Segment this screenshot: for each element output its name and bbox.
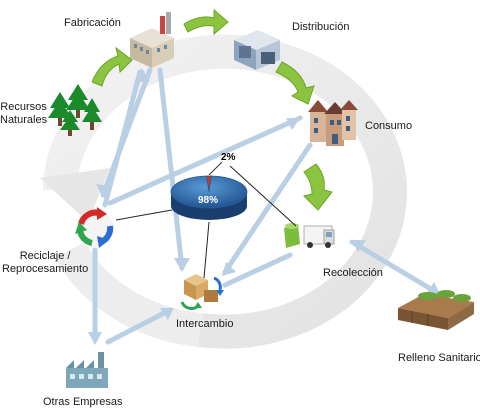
- connector-reciclaje-fabricacion: [102, 69, 143, 208]
- label-fabricacion: Fabricación: [64, 17, 121, 29]
- label-intercambio: Intercambio: [176, 318, 234, 330]
- connector-otras-intercambio: [105, 307, 173, 345]
- pie-leader-2pct: [208, 161, 223, 176]
- recycle-arrows-icon: [75, 207, 114, 248]
- cycle-ring: [40, 34, 407, 349]
- label-distribucion: Distribución: [292, 21, 350, 33]
- pie-line-intercambio: [203, 221, 210, 279]
- label-otras-empresas: Otras Empresas: [43, 396, 123, 408]
- pie-line-recoleccion: [229, 165, 297, 227]
- trees-icon: [48, 84, 102, 136]
- pie-outbound-lines: [115, 165, 297, 279]
- label-relleno-sanitario: Relleno Sanitario: [398, 352, 480, 364]
- warehouse-icon: [234, 30, 280, 70]
- connector-recoleccion-intercambio: [222, 252, 293, 288]
- label-recursos-naturales: Recursos Naturales: [0, 101, 48, 126]
- houses-icon: [308, 100, 358, 146]
- pie-chart: [170, 161, 248, 220]
- connector-reciclaje-consumo: [107, 115, 303, 206]
- connector-intercambio-consumo: [222, 142, 313, 275]
- arrow-consumo-recoleccion: [303, 163, 333, 211]
- pie-label-2: 2%: [221, 152, 236, 163]
- connector-lines: [92, 67, 439, 345]
- arrow-recursos-fabricacion: [91, 46, 133, 87]
- label-recoleccion: Recolección: [323, 267, 383, 279]
- truck-icon: [284, 223, 335, 248]
- factory-building-icon: [66, 352, 108, 388]
- pie-slice-98: [170, 175, 248, 209]
- landfill-icon: [398, 290, 474, 330]
- exchange-boxes-icon: [180, 274, 224, 311]
- connector-arrowheads: [88, 68, 440, 345]
- label-consumo: Consumo: [365, 120, 413, 132]
- arrow-distribucion-consumo: [275, 61, 315, 105]
- connector-fabrication-intercambio: [157, 67, 185, 271]
- arrow-fabricacion-distribucion: [183, 8, 229, 36]
- pie-line-reciclaje: [115, 209, 173, 221]
- factory-icon: [130, 12, 174, 68]
- pie-label-98: 98%: [198, 195, 219, 206]
- label-reciclaje: Reciclaje / Reprocesamiento: [2, 250, 89, 275]
- green-cycle-arrows: [91, 8, 333, 211]
- connector-recoleccion-relleno: [349, 239, 439, 295]
